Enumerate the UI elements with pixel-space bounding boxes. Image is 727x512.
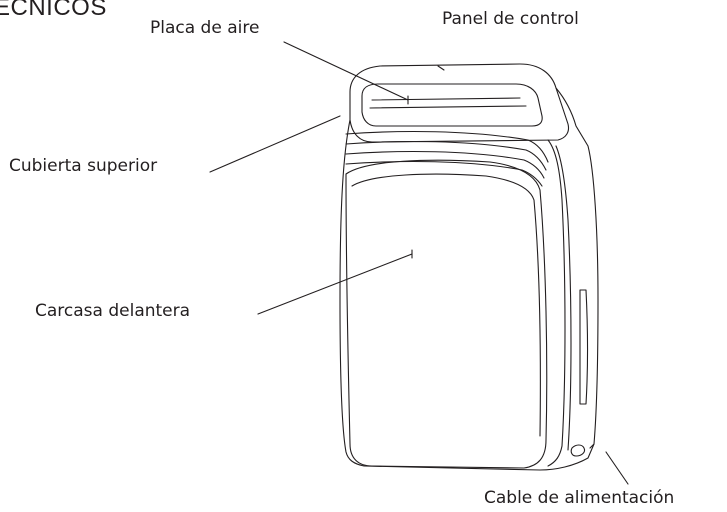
leader-air-plate <box>283 41 409 101</box>
label-power-cable: Cable de alimentación <box>484 488 675 508</box>
leader-front-casing <box>257 253 413 315</box>
power-cable-outlet <box>570 444 586 457</box>
label-air-plate: Placa de aire <box>150 18 260 38</box>
side-handle-recess <box>579 289 589 405</box>
side-panel-edge <box>555 145 572 451</box>
front-panel-inner-line <box>351 173 541 437</box>
vent-louvre <box>345 160 543 187</box>
label-front-casing: Carcasa delantera <box>35 301 191 321</box>
vent-louvre <box>345 140 547 171</box>
body-right-side <box>555 87 599 449</box>
section-heading: ÉCNICOS <box>0 0 107 21</box>
body-left-edge <box>339 119 541 471</box>
air-plate-recess <box>361 83 543 127</box>
air-plate-slot <box>369 97 527 109</box>
vent-louvre <box>345 130 549 163</box>
leader-power-cable <box>605 451 629 485</box>
top-cover-outline <box>349 63 570 143</box>
front-panel-outline <box>345 159 548 469</box>
body-bottom-right <box>539 443 595 471</box>
leader-control-panel <box>437 65 445 71</box>
vent-louvre <box>345 150 545 179</box>
side-panel-edge <box>547 139 566 467</box>
leader-top-cover <box>209 115 341 173</box>
label-top-cover: Cubierta superior <box>9 156 158 176</box>
label-control-panel: Panel de control <box>442 9 579 29</box>
